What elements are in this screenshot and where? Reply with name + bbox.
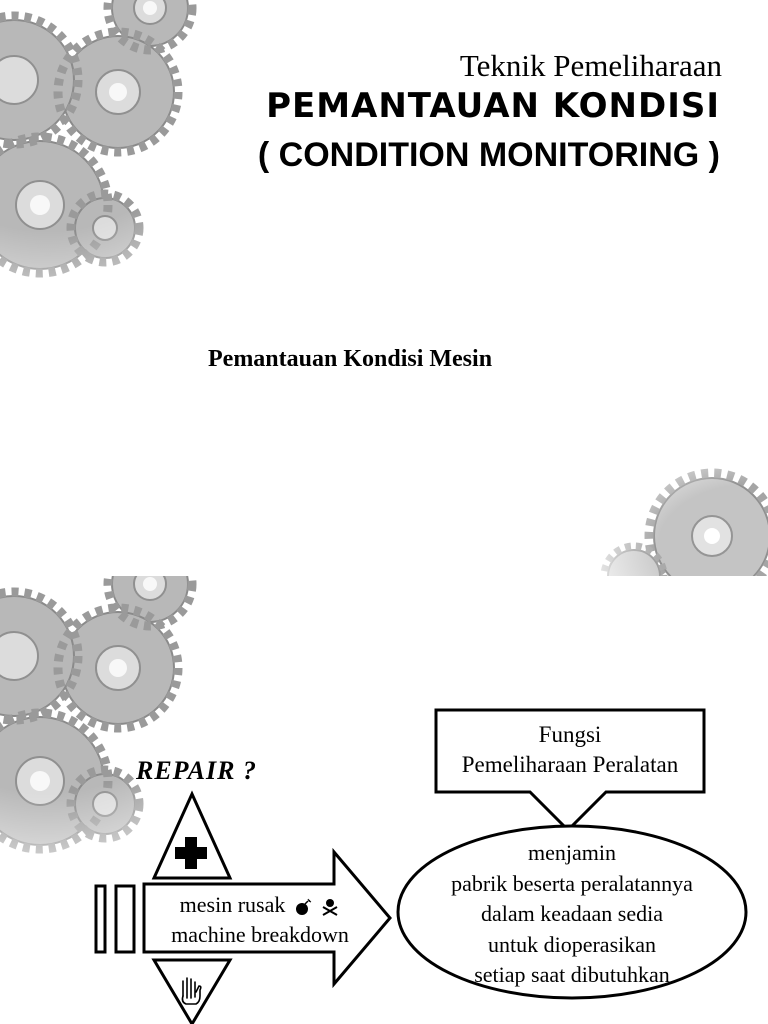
slide-title: PEMANTAUAN KONDISI xyxy=(266,86,720,126)
slide-body-text: Pemantauan Kondisi Mesin xyxy=(208,346,493,372)
hand-icon xyxy=(181,977,202,1005)
ellipse-line-3: dalam keadaan sedia xyxy=(480,901,663,926)
ellipse-line-5: setiap saat dibutuhkan xyxy=(474,962,670,987)
arrow-shape xyxy=(142,847,392,989)
callout-box-shape xyxy=(434,708,706,833)
ellipse-shape xyxy=(396,824,748,1000)
triangle-up-shape xyxy=(151,790,233,880)
slide-title-english: ( CONDITION MONITORING ) xyxy=(257,136,720,174)
ellipse-line-4: untuk dioperasikan xyxy=(487,931,657,957)
callout-line-2: Pemeliharaan Peralatan xyxy=(461,752,679,777)
arrow-line-2: machine breakdown xyxy=(171,922,349,947)
gears-top-left-icon xyxy=(0,0,320,320)
ellipse-text: menjamin pabrik beserta peralatannya dal… xyxy=(398,838,746,991)
slide-diagram: REPAIR ? Fungsi Pemeliharaan Peralatan m… xyxy=(0,576,768,1024)
arrow-text: mesin rusak machine breakdown xyxy=(146,890,374,950)
triangle-down-shape xyxy=(151,958,233,1024)
ellipse-line-1: menjamin xyxy=(528,840,616,865)
slide-subtitle: Teknik Pemeliharaan xyxy=(459,48,722,83)
callout-line-1: Fungsi xyxy=(538,722,602,747)
repair-label: REPAIR ? xyxy=(136,756,257,785)
gears-bottom-right-icon xyxy=(578,436,768,576)
arrow-line-1-text: mesin rusak xyxy=(179,892,286,917)
bar-right-shape xyxy=(114,884,136,954)
plus-icon xyxy=(175,837,207,869)
callout-box-text: Fungsi Pemeliharaan Peralatan xyxy=(436,720,704,780)
bar-left-shape xyxy=(94,884,107,954)
skull-crossbones-icon xyxy=(322,898,338,916)
bomb-icon xyxy=(295,898,312,915)
slide-title: Teknik Pemeliharaan PEMANTAUAN KONDISI (… xyxy=(0,0,768,576)
arrow-line-1: mesin rusak xyxy=(146,890,374,920)
gears-top-left-icon xyxy=(0,576,320,876)
ellipse-line-2: pabrik beserta peralatannya xyxy=(451,870,693,896)
maintenance-diagram xyxy=(94,708,748,1024)
